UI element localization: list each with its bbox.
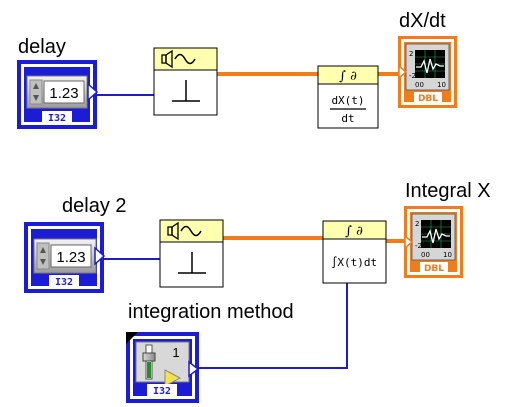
derivative-numerator: dX(t) [331,94,364,107]
speaker-sine-icon-2 [167,221,202,241]
dxdt-type: DBL [418,94,438,104]
integration-method-label: integration method [128,301,294,323]
integration-method-control[interactable]: 1 I32 [126,332,200,403]
svg-text:2: 2 [409,50,413,58]
integral-title: ∫ ∂ [345,224,363,239]
svg-text:10: 10 [437,81,446,89]
integral-type: DBL [424,264,444,274]
method-type: I32 [153,386,171,397]
svg-text:2: 2 [415,220,419,228]
derivative-function[interactable]: ∫ ∂ dX(t) dt [317,65,379,129]
svg-text:00: 00 [415,81,424,89]
delay-value: 1.23 [49,85,78,102]
dxdt-graph-indicator[interactable]: 2 -2 00 10 DBL [398,36,457,108]
waveform-graph-icon: 2 -2 00 10 [409,50,446,89]
impulse-icon [172,80,200,102]
svg-text:-2: -2 [415,242,422,250]
delay2-label: delay 2 [62,195,127,217]
integral-body: ∫X(t)dt [331,256,377,269]
svg-text:00: 00 [421,251,430,259]
svg-text:10: 10 [443,251,452,259]
delay-control[interactable]: 1.23 I32 [17,60,99,129]
delay2-control[interactable]: 1.23 I32 [24,222,106,293]
delay-label: delay [18,36,66,58]
delay-type: I32 [48,113,66,124]
derivative-denominator: dt [341,112,354,125]
delay2-value: 1.23 [56,249,85,266]
increment-arrows-icon[interactable] [29,79,43,105]
simulate-signal-bottom[interactable] [159,219,224,288]
dxdt-label: dX/dt [399,10,446,32]
derivative-title: ∫ ∂ [339,69,357,84]
vertical-slide-icon [142,344,156,380]
wire-method-to-integral[interactable] [198,282,348,369]
integral-function[interactable]: ∫ ∂ ∫X(t)dt [322,220,387,284]
delay2-type: I32 [55,277,73,288]
integral-graph-indicator[interactable]: 2 -2 00 10 DBL [404,206,463,278]
method-value: 1 [172,345,179,360]
impulse-icon-2 [178,252,206,274]
waveform-graph-icon-2: 2 -2 00 10 [415,220,452,259]
speaker-sine-icon [161,49,196,69]
integral-x-label: Integral X [405,180,491,202]
increment-arrows-icon-2[interactable] [36,242,50,270]
simulate-signal-top[interactable] [153,47,218,116]
svg-text:-2: -2 [409,72,416,80]
